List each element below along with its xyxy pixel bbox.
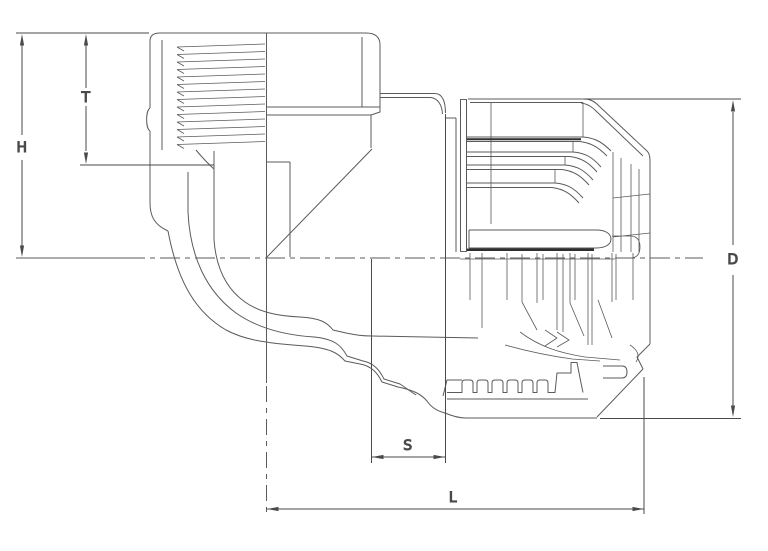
elbow-inner-bore <box>213 172 479 339</box>
port-flange <box>267 106 381 148</box>
dimension-s-arrows <box>372 454 445 460</box>
port-inner-walls <box>161 37 363 150</box>
clamp-collar <box>468 229 612 249</box>
dimension-label-t: T <box>80 90 90 106</box>
dimension-d <box>584 98 741 419</box>
threaded-port <box>146 32 457 258</box>
arrow-left-icon <box>372 454 384 460</box>
part-lines <box>146 32 651 419</box>
dimension-h-arrows <box>19 34 25 257</box>
nut-band-3 <box>467 164 594 186</box>
dimension-t-arrows <box>83 34 89 164</box>
arrow-up-icon <box>19 34 25 46</box>
dimension-t <box>80 34 214 166</box>
dimension-l-arrows <box>267 506 644 512</box>
arrow-up-icon <box>730 100 736 112</box>
compression-nut <box>467 98 651 344</box>
port-threads <box>176 43 266 149</box>
arrow-right-icon <box>632 506 644 512</box>
nut-top-edge <box>468 98 584 103</box>
grip-fingers <box>469 253 634 345</box>
dimension-s <box>371 114 446 463</box>
arrow-down-icon <box>730 405 736 417</box>
dimension-label-l: L <box>449 490 457 506</box>
grip-ring <box>460 253 639 363</box>
arrow-right-icon <box>433 454 445 460</box>
thread-lines <box>176 43 266 149</box>
dimension-label-h: H <box>16 140 27 156</box>
nut-face-edges <box>490 102 584 224</box>
ext-lines <box>371 114 446 463</box>
arrow-up-icon <box>83 34 89 46</box>
dark-edges <box>460 99 594 252</box>
port-outline <box>149 32 381 107</box>
elbow-body <box>167 172 479 419</box>
seal-seat-line <box>460 258 615 362</box>
nut-left-edge <box>460 99 467 252</box>
collet-claws <box>519 299 639 363</box>
arrow-down-icon <box>83 152 89 164</box>
nut-band-1 <box>467 136 612 157</box>
dimension-d-arrows <box>730 100 736 417</box>
dimensions: H T D S L <box>16 32 741 514</box>
elbow-outer-contour <box>167 230 467 419</box>
o-ring-seal <box>476 327 509 354</box>
dimension-l <box>267 377 645 514</box>
bottom-outline <box>466 343 651 419</box>
port-bore <box>267 161 291 257</box>
dimension-label-d: D <box>727 252 738 268</box>
nut-band-2 <box>467 151 602 173</box>
body-neck <box>380 93 457 252</box>
right-shoulder <box>552 362 628 393</box>
dimension-h <box>16 32 149 257</box>
centerlines <box>16 33 703 514</box>
port-left-edge <box>146 41 169 232</box>
arrow-down-icon <box>19 245 25 257</box>
castellation-teeth <box>442 379 552 397</box>
end-cap-rings <box>612 152 651 259</box>
thread-bottom-step <box>193 149 215 172</box>
dimension-label-s: S <box>403 438 412 454</box>
bore-chamfer-diagonal <box>266 148 373 258</box>
castellated-ring <box>442 343 651 419</box>
nut-chamfer <box>580 98 651 165</box>
arrow-left-icon <box>267 506 279 512</box>
elbow-middle-wall <box>187 172 417 396</box>
nut-band-4 <box>467 182 584 204</box>
